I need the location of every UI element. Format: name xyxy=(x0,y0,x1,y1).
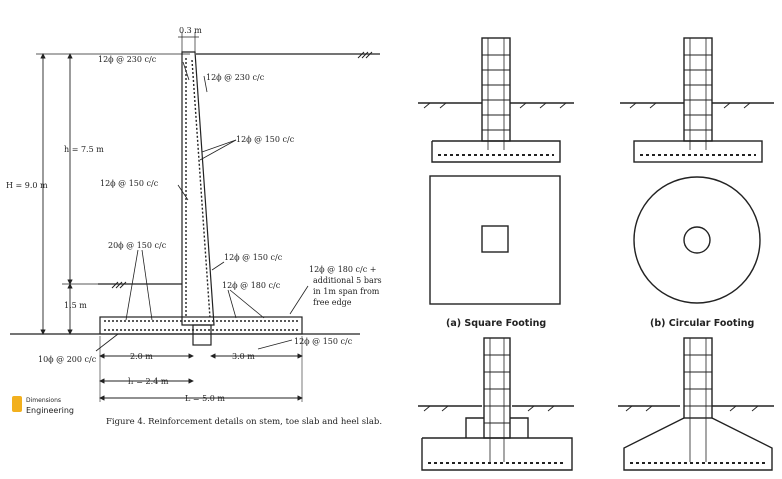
dim-h: h = 7.5 m xyxy=(64,145,104,154)
watermark-logo-icon xyxy=(12,396,22,412)
rebar-label-9: 12ϕ @ 150 c/c xyxy=(294,337,353,346)
dim-1-5: 1.5 m xyxy=(64,301,87,310)
rebar-label-10: 10ϕ @ 200 c/c xyxy=(38,355,97,364)
figure-caption: Figure 4. Reinforcement details on stem,… xyxy=(106,417,382,427)
dim-H: H = 9.0 m xyxy=(6,181,48,190)
watermark-logo: Dimensions Engineering xyxy=(12,396,74,415)
retaining-wall-figure xyxy=(10,32,380,402)
caption-square-footing: (a) Square Footing xyxy=(446,318,546,329)
rebar-label-4: 12ϕ @ 150 c/c xyxy=(100,179,159,188)
top-width-label: 0.3 m xyxy=(179,26,202,35)
rebar-label-3: 12ϕ @ 150 c/c xyxy=(236,135,295,144)
rebar-label-8-line2: additional 5 bars xyxy=(313,276,382,285)
caption-circular-footing: (b) Circular Footing xyxy=(650,318,754,329)
rebar-label-8-line3: in 1m span from xyxy=(313,287,380,296)
dim-3-0: 3.0 m xyxy=(232,352,255,361)
rebar-label-7: 12ϕ @ 180 c/c xyxy=(222,281,281,290)
dim-2-0: 2.0 m xyxy=(130,352,153,361)
wall-stem xyxy=(181,51,215,326)
square-footing-plan xyxy=(429,175,561,305)
rebar-label-6: 12ϕ @ 150 c/c xyxy=(224,253,283,262)
rebar-label-5: 20ϕ @ 150 c/c xyxy=(108,241,167,250)
circular-footing-elevation xyxy=(620,37,774,163)
watermark-line1: Dimensions xyxy=(26,397,61,404)
shear-key xyxy=(192,324,212,346)
rebar-label-1: 12ϕ @ 230 c/c xyxy=(98,55,157,64)
stepped-footing-elevation xyxy=(418,337,574,471)
square-footing-elevation xyxy=(418,37,574,163)
rebar-label-8-line4: free edge xyxy=(313,298,352,307)
rebar-label-8-line1: 12ϕ @ 180 c/c + xyxy=(309,265,376,274)
rebar-label-2: 12ϕ @ 230 c/c xyxy=(206,73,265,82)
sloped-footing-elevation xyxy=(618,337,774,471)
circular-footing-plan xyxy=(633,176,761,304)
watermark-line2: Engineering xyxy=(26,406,74,415)
dim-L: L = 5.0 m xyxy=(185,394,225,403)
dim-l1: l₁ = 2.4 m xyxy=(128,377,169,386)
